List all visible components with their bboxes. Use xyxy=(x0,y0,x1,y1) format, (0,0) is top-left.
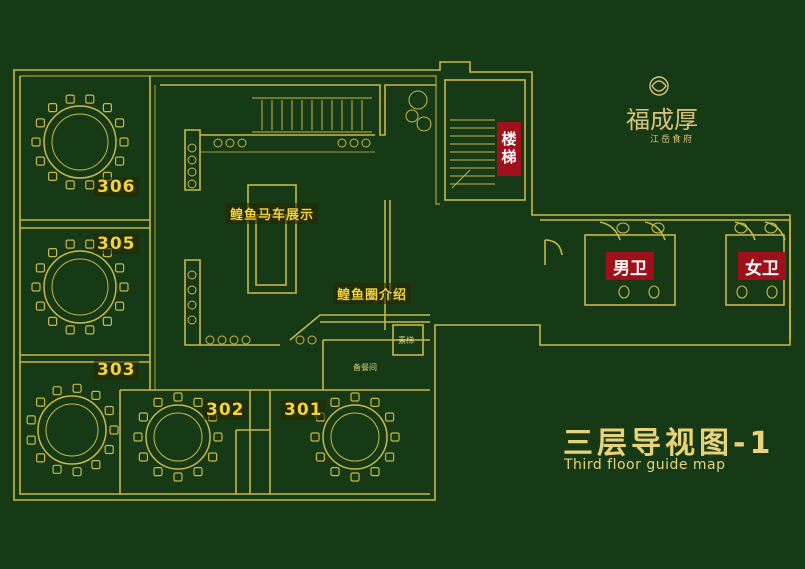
chair-icon xyxy=(35,397,46,407)
chair-icon xyxy=(47,171,58,181)
chair-icon xyxy=(47,248,58,258)
chair-icon xyxy=(31,282,41,292)
chair-icon xyxy=(173,392,183,402)
chair-icon xyxy=(26,415,36,425)
chair-icon xyxy=(102,102,113,113)
chair-icon xyxy=(173,472,183,482)
women-restroom-label: 女卫 xyxy=(738,252,786,280)
chair-icon xyxy=(26,435,36,445)
chair-icon xyxy=(208,452,218,462)
room-306-label: 306 xyxy=(94,177,139,197)
chair-icon xyxy=(114,301,125,311)
chair-icon xyxy=(330,467,340,477)
chair-icon xyxy=(65,239,75,249)
chair-icon xyxy=(213,432,223,442)
chair-icon xyxy=(35,156,46,166)
display-zone-label: 鳇鱼马车展示 xyxy=(226,203,319,224)
chair-icon xyxy=(193,467,203,477)
chair-icon xyxy=(370,397,380,407)
chair-icon xyxy=(91,460,101,470)
chair-icon xyxy=(47,316,58,326)
chair-icon xyxy=(72,383,82,393)
chair-icon xyxy=(133,432,143,442)
chair-icon xyxy=(85,94,95,104)
room-303-label: 303 xyxy=(94,360,139,380)
chair-icon xyxy=(114,118,125,128)
chair-icon xyxy=(65,180,75,190)
chair-icon xyxy=(91,390,101,400)
chair-icon xyxy=(85,325,95,335)
chair-icon xyxy=(138,412,148,422)
chair-icon xyxy=(72,467,82,477)
chair-icon xyxy=(350,392,360,402)
brand-name: 福成厚 xyxy=(626,106,698,134)
chair-icon xyxy=(153,397,163,407)
chair-icon xyxy=(65,94,75,104)
chair-icon xyxy=(114,156,125,166)
prep-room-label: 备餐间 xyxy=(353,363,377,372)
chair-icon xyxy=(119,137,129,147)
chair-icon xyxy=(65,325,75,335)
map-title: 三层导视图-1 xyxy=(563,426,775,461)
chair-icon xyxy=(114,263,125,273)
chair-icon xyxy=(52,386,62,396)
room-301-label: 301 xyxy=(281,400,326,420)
brand-logo-icon xyxy=(649,76,669,96)
map-subtitle: Third floor guide map xyxy=(564,457,726,473)
chair-icon xyxy=(193,397,203,407)
chair-icon xyxy=(35,118,46,128)
chair-icon xyxy=(330,397,340,407)
intro-zone-label: 鳇鱼圈介绍 xyxy=(333,283,412,304)
chair-icon xyxy=(104,405,114,416)
chair-icon xyxy=(390,432,400,442)
room-302-label: 302 xyxy=(203,400,248,420)
chair-icon xyxy=(385,452,395,462)
chair-icon xyxy=(315,452,325,462)
brand-subtitle: 江岳食府 xyxy=(650,135,695,145)
chair-icon xyxy=(104,444,114,455)
chair-icon xyxy=(35,263,46,273)
chair-icon xyxy=(85,239,95,249)
chair-icon xyxy=(310,432,320,442)
chair-icon xyxy=(35,453,46,463)
chair-icon xyxy=(138,452,148,462)
chair-icon xyxy=(119,282,129,292)
chair-icon xyxy=(35,301,46,311)
elevator-label: 素梯 xyxy=(398,336,414,345)
room-305-label: 305 xyxy=(94,234,139,254)
chair-icon xyxy=(370,467,380,477)
chair-icon xyxy=(109,425,119,435)
chair-icon xyxy=(31,137,41,147)
chair-icon xyxy=(52,464,62,474)
chair-icon xyxy=(47,102,58,113)
chair-icon xyxy=(153,467,163,477)
stairs-label: 楼梯 xyxy=(497,122,521,176)
chair-icon xyxy=(102,316,113,326)
chair-icon xyxy=(85,180,95,190)
men-restroom-label: 男卫 xyxy=(606,252,654,280)
chair-icon xyxy=(350,472,360,482)
chair-icon xyxy=(385,412,395,422)
